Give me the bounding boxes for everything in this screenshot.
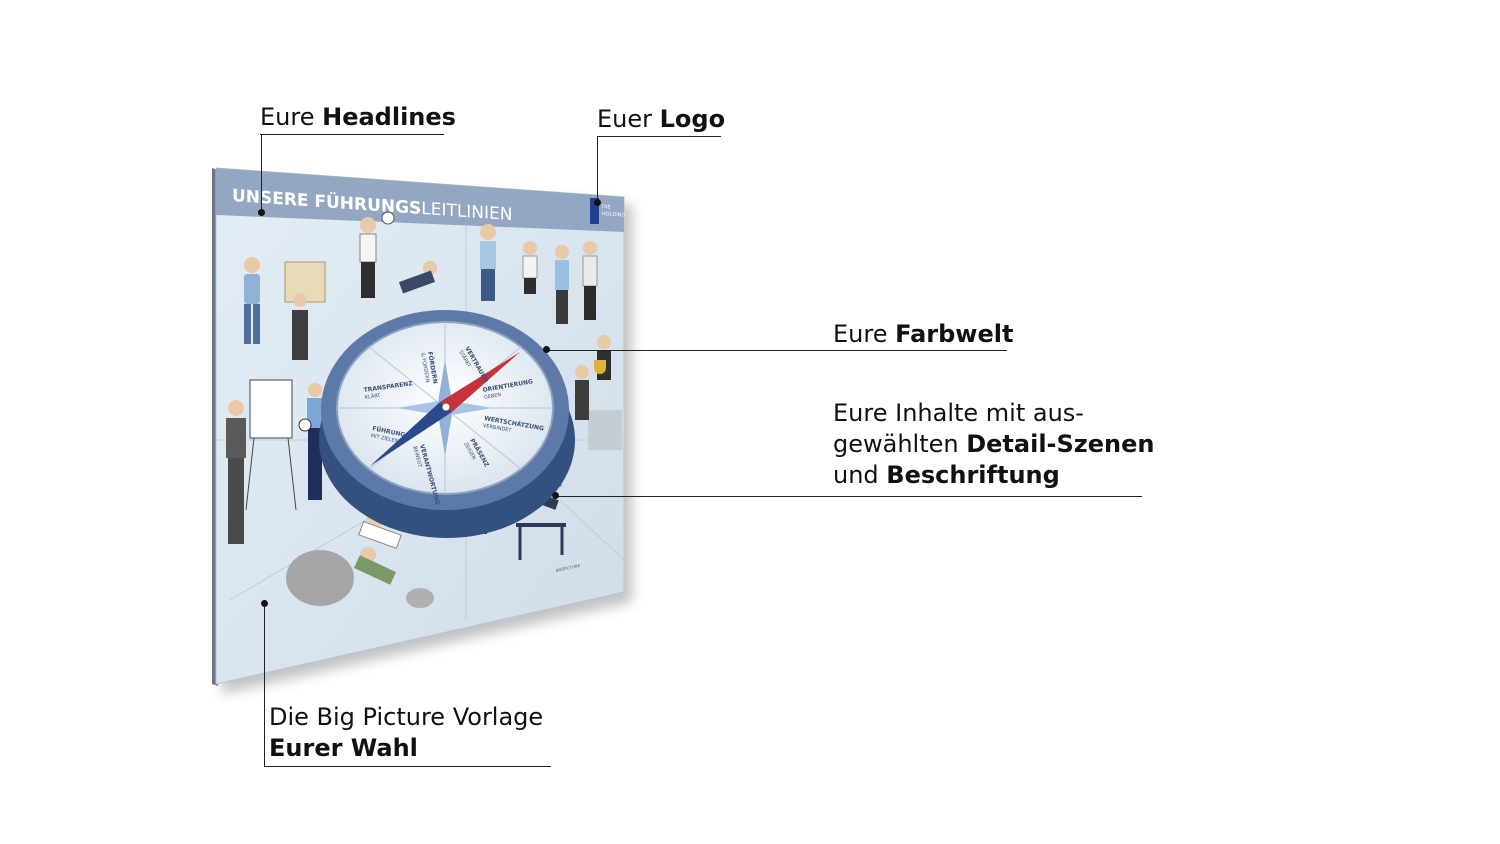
callout-farbwelt-underline bbox=[548, 350, 1007, 351]
callout-headlines-dot bbox=[258, 209, 265, 216]
svg-text:HOLDING: HOLDING bbox=[602, 211, 626, 219]
callout-vorlage-underline bbox=[264, 766, 551, 767]
figure-presenter bbox=[480, 224, 496, 301]
figure-football-player bbox=[298, 383, 323, 500]
callout-inhalte-underline bbox=[557, 496, 1142, 497]
compass bbox=[319, 310, 575, 538]
figure-map-holder bbox=[284, 261, 326, 360]
svg-text:DIE: DIE bbox=[602, 204, 610, 211]
poster-header-band bbox=[216, 168, 624, 232]
figure-person bbox=[244, 257, 260, 344]
callout-logo-leader bbox=[597, 136, 598, 202]
callout-headlines-leader bbox=[261, 134, 262, 212]
callout-headlines-underline bbox=[260, 134, 444, 135]
figure-clock-man bbox=[359, 211, 395, 298]
figure-rock-pushers bbox=[286, 512, 434, 608]
callout-vorlage: Die Big Picture Vorlage Eurer Wahl bbox=[269, 703, 544, 762]
callout-vorlage-dot bbox=[261, 600, 268, 607]
callout-inhalte-dot bbox=[552, 492, 559, 499]
compass-label-sub: VERBINDET bbox=[482, 423, 512, 434]
callout-vorlage-leader bbox=[264, 604, 265, 766]
compass-label-sub: MIT ZIELEN bbox=[370, 433, 399, 445]
callout-inhalte: Eure Inhalte mit aus- gewählten Detail-S… bbox=[833, 399, 1155, 489]
compass-needle-red bbox=[440, 352, 520, 412]
compass-label-sub: GEBEN bbox=[484, 392, 502, 401]
callout-farbwelt-dot bbox=[543, 346, 550, 353]
compass-label-sub: KLÄRT bbox=[364, 392, 382, 401]
poster-scene-figures bbox=[226, 211, 622, 608]
figure-pair bbox=[555, 241, 598, 324]
callout-logo-underline bbox=[597, 136, 721, 137]
callout-logo: Euer Logo bbox=[597, 105, 726, 133]
figure-reclining bbox=[398, 261, 437, 294]
figure-coach-flipchart bbox=[226, 379, 297, 544]
poster-footer-brand: BIGPICTURE bbox=[556, 563, 580, 573]
figure-woman bbox=[522, 241, 538, 294]
compass-label-sub: BEWEGT bbox=[411, 446, 423, 469]
logo-mark bbox=[590, 198, 599, 224]
figure-trophy bbox=[575, 335, 622, 450]
poster-logo: DIE HOLDING bbox=[590, 198, 626, 224]
callout-logo-dot bbox=[594, 199, 601, 206]
callout-headlines: Eure Headlines bbox=[260, 103, 456, 131]
callout-farbwelt: Eure Farbwelt bbox=[833, 320, 1014, 348]
compass-needle-blue bbox=[370, 402, 452, 466]
compass-label-sub: & FORDERN bbox=[419, 353, 430, 384]
compass-star bbox=[438, 360, 452, 408]
